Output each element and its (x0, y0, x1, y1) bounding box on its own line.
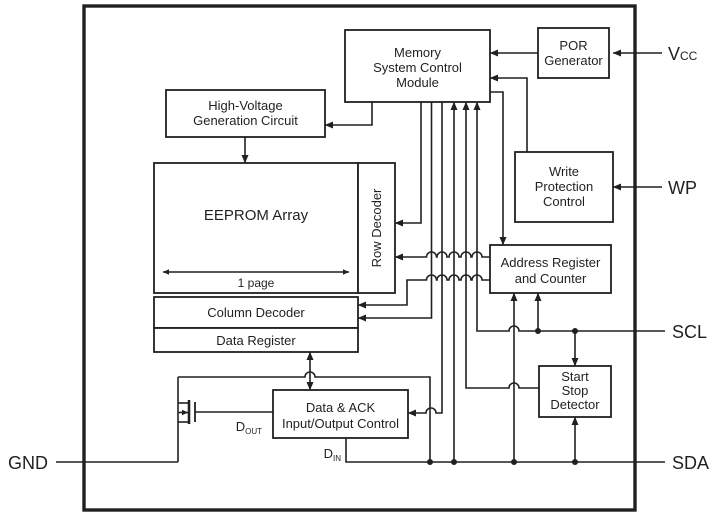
vcc-pin-label: VCC (668, 44, 698, 64)
output-transistor (177, 377, 273, 462)
junction-dot (511, 459, 517, 465)
block-write-protection-control: Write Protection Control (514, 151, 614, 223)
block-label: Generation Circuit (193, 113, 298, 128)
block-label: Protection (535, 179, 594, 194)
block-label: System Control (373, 60, 462, 75)
wire-addr-reg-to-row-decoder (394, 251, 490, 261)
junction-dot (535, 328, 541, 334)
block-label: Row Decoder (369, 188, 384, 267)
block-data-register: Data Register (153, 327, 359, 353)
dout-label: DOUT (236, 419, 262, 436)
dout-main: D (236, 419, 245, 434)
block-label: Stop (562, 383, 589, 398)
wire-mscm-to-data-ack (407, 102, 443, 417)
din-label: DIN (324, 446, 342, 463)
wire-mscm-to-hv (324, 102, 373, 129)
block-label: Memory (394, 45, 441, 60)
wire-scl-bus (473, 101, 665, 332)
block-label: EEPROM Array (204, 207, 309, 224)
block-label: High-Voltage (208, 98, 282, 113)
block-column-decoder: Column Decoder (153, 296, 359, 329)
block-label: Module (396, 75, 439, 90)
vcc-main: V (668, 44, 680, 64)
block-label: Start (561, 369, 589, 384)
junction-dot (572, 328, 578, 334)
din-sub: IN (333, 454, 341, 463)
junction-dot (572, 459, 578, 465)
block-label: Control (543, 194, 585, 209)
block-start-stop-detector: Start Stop Detector (538, 365, 612, 418)
wire-mscm-to-row-decoder (394, 102, 422, 227)
gnd-pin-label: GND (8, 453, 48, 473)
block-label: Input/Output Control (282, 416, 399, 431)
scl-pin-label: SCL (672, 322, 707, 342)
junction-dot (427, 459, 433, 465)
din-main: D (324, 446, 333, 461)
dout-sub: OUT (245, 427, 262, 436)
block-label: Generator (544, 53, 603, 68)
wire-mscm-to-addr-reg (490, 91, 507, 246)
block-high-voltage-generation: High-Voltage Generation Circuit (165, 89, 326, 138)
wire-mscm-to-column-decoder (357, 102, 433, 322)
block-data-ack-io-control: Data & ACK Input/Output Control (272, 389, 409, 439)
wire-start-stop-to-mscm (462, 101, 539, 389)
block-label: Address Register (501, 255, 601, 270)
block-label: and Counter (515, 271, 587, 286)
block-label: Data & ACK (306, 400, 376, 415)
block-row-decoder: Row Decoder (357, 162, 396, 294)
block-label: Detector (550, 397, 600, 412)
vcc-sub: CC (680, 49, 698, 63)
block-address-register-counter: Address Register and Counter (489, 244, 612, 294)
sda-pin-label: SDA (672, 453, 709, 473)
wire-transistor-drain-to-sda (178, 371, 431, 462)
wp-pin-label: WP (668, 178, 697, 198)
block-label: POR (559, 38, 587, 53)
block-eeprom-array: EEPROM Array 1 page (153, 162, 359, 294)
block-memory-system-control: Memory System Control Module (344, 29, 491, 103)
junction-dot (451, 459, 457, 465)
block-label: Data Register (216, 333, 296, 348)
wire-sda-bus-din (345, 438, 665, 463)
wire-wpc-to-mscm (489, 74, 528, 152)
chip-border (82, 4, 637, 512)
wire-addr-reg-to-column-decoder (357, 274, 490, 309)
block-por-generator: POR Generator (537, 27, 610, 79)
block-label: Column Decoder (207, 305, 305, 320)
block-label: Write (549, 164, 579, 179)
page-note: 1 page (238, 276, 275, 290)
